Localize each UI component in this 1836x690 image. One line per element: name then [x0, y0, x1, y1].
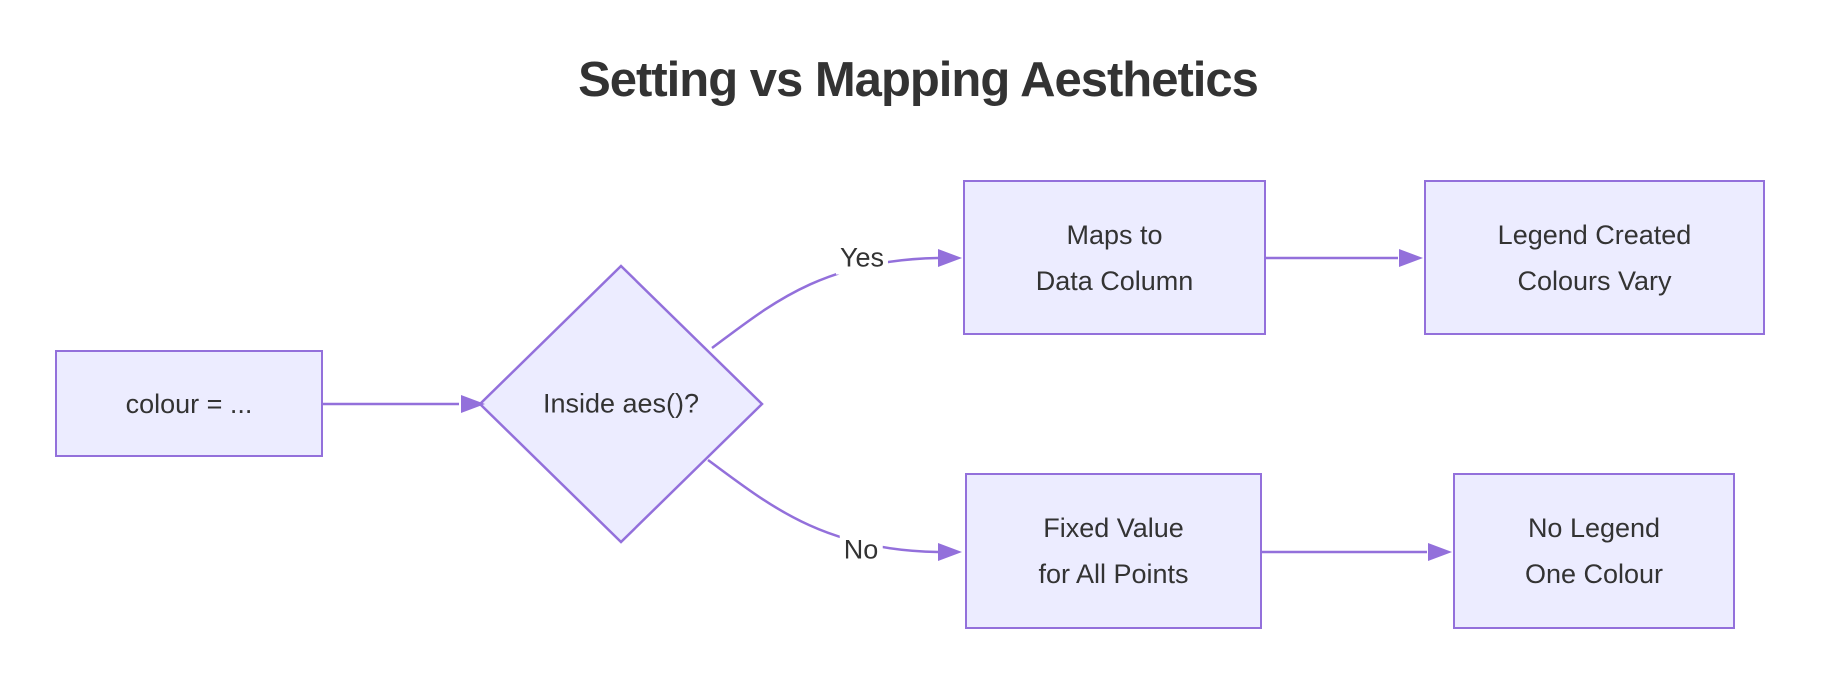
- arrowhead-fixed-to-nolegend: [1428, 543, 1452, 561]
- diagram-title: Setting vs Mapping Aesthetics: [578, 53, 1259, 107]
- node-fixed-line1: Fixed Value: [1043, 513, 1184, 543]
- decision-diamond-shape: [478, 264, 764, 544]
- node-maps-to-data-column: Maps to Data Column: [963, 180, 1266, 335]
- node-colour-setting: colour = ...: [55, 350, 323, 457]
- edge-label-no: No: [839, 533, 883, 567]
- arrowhead-decision-no: [938, 543, 962, 561]
- arrowhead-decision-yes: [938, 249, 962, 267]
- node-nolegend-line2: One Colour: [1524, 559, 1664, 589]
- node-no-legend: No Legend One Colour: [1453, 473, 1735, 629]
- node-maps-line1: Maps to: [1066, 219, 1163, 250]
- node-nolegend-line1: No Legend: [1527, 513, 1661, 543]
- edge-label-yes: Yes: [835, 241, 889, 275]
- node-legend-line1: Legend Created: [1497, 219, 1692, 250]
- edge-decision-no: [707, 458, 939, 554]
- node-maps-line2: Data Column: [1035, 265, 1194, 296]
- node-fixed-line2: for All Points: [1038, 559, 1189, 589]
- edge-decision-yes: [711, 256, 939, 350]
- arrowhead-maps-to-legend: [1399, 249, 1423, 267]
- node-legend-created: Legend Created Colours Vary: [1424, 180, 1765, 335]
- node-colour-setting-label: colour = ...: [125, 388, 253, 419]
- node-fixed-value: Fixed Value for All Points: [965, 473, 1262, 629]
- arrowhead-input-to-decision: [461, 395, 485, 413]
- node-legend-line2: Colours Vary: [1517, 265, 1672, 296]
- decision-diamond-label: Inside aes()?: [542, 388, 700, 419]
